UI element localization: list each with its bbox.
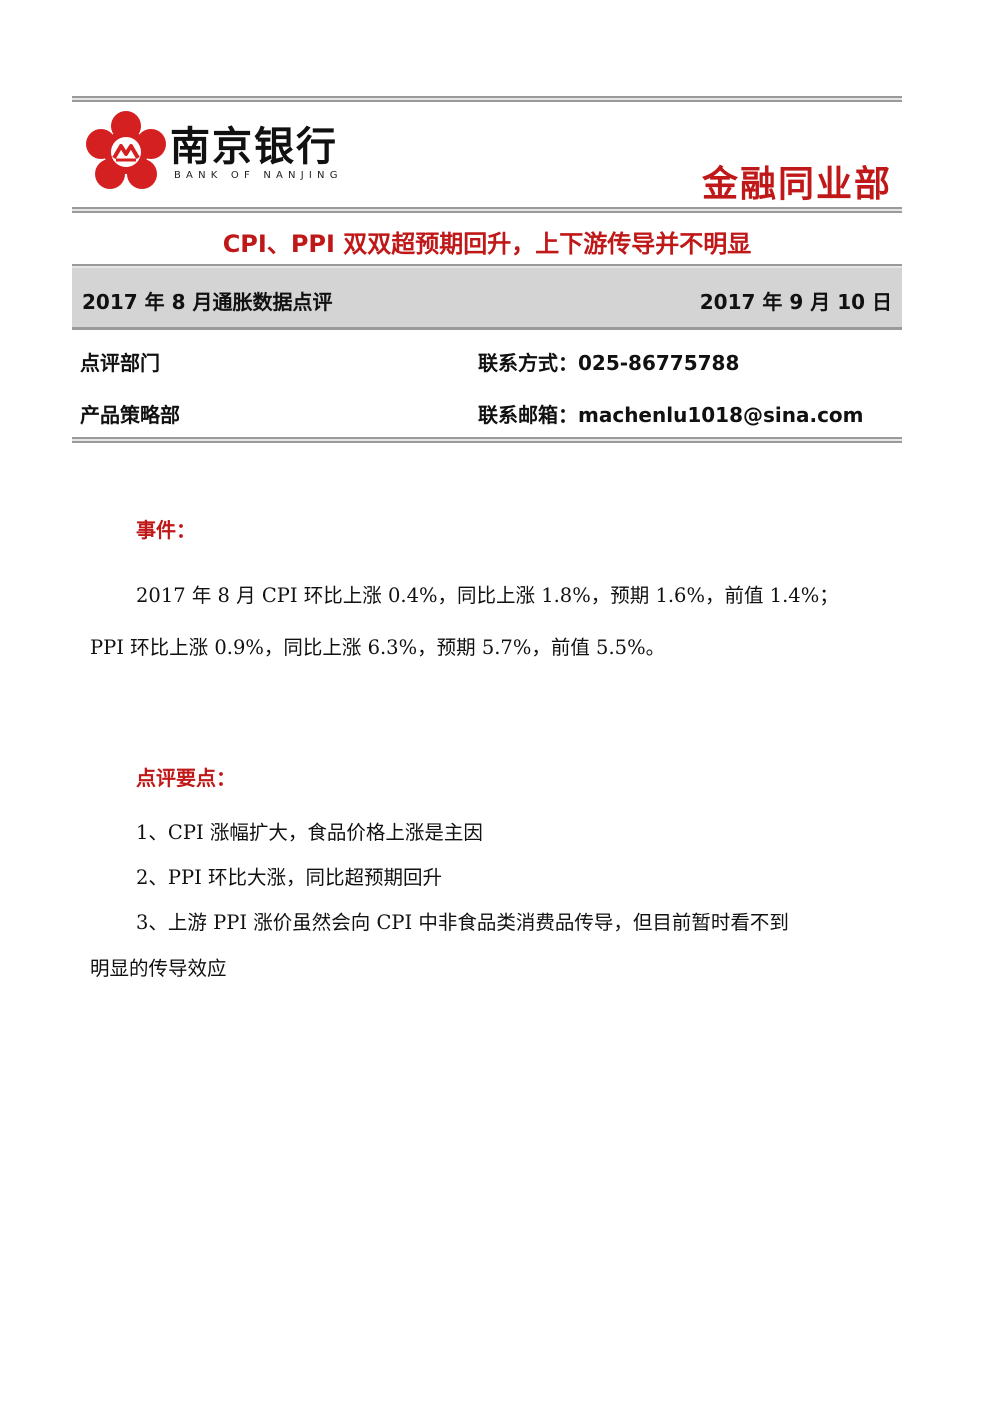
- bank-name-en: BANK OF NANJING: [174, 170, 343, 181]
- report-title: CPI、PPI 双双超预期回升，上下游传导并不明显: [222, 230, 752, 258]
- review-heading: 点评要点：: [136, 766, 236, 790]
- review-dept-label: 点评部门: [80, 351, 160, 375]
- report-meta-bar: 2017 年 8 月通胀数据点评 2017 年 9 月 10 日: [72, 268, 902, 330]
- contact-phone: 联系方式：025-86775788: [478, 351, 740, 375]
- department-title: 金融同业部: [701, 164, 892, 205]
- info-divider: [72, 437, 902, 443]
- review-point-continued: 明显的传导效应: [90, 957, 227, 980]
- red-flower-seal-icon: [86, 111, 166, 189]
- bank-logo: 南京银行 BANK OF NANJING: [86, 108, 346, 194]
- event-heading: 事件：: [136, 518, 196, 542]
- bank-name-cn: 南京银行: [170, 124, 338, 170]
- report-subtitle: 2017 年 8 月通胀数据点评: [82, 290, 333, 314]
- event-text-line: 2017 年 8 月 CPI 环比上涨 0.4%，同比上涨 1.8%，预期 1.…: [136, 584, 839, 607]
- header-divider: [72, 207, 902, 213]
- contact-email: 联系邮箱：machenlu1018@sina.com: [478, 403, 864, 427]
- event-text-line: PPI 环比上涨 0.9%，同比上涨 6.3%，预期 5.7%，前值 5.5%。: [90, 636, 666, 659]
- review-dept-value: 产品策略部: [80, 403, 180, 427]
- review-point: 2、PPI 环比大涨，同比超预期回升: [136, 866, 443, 889]
- review-point: 1、CPI 涨幅扩大，食品价格上涨是主因: [136, 821, 483, 844]
- report-date: 2017 年 9 月 10 日: [699, 290, 892, 314]
- top-divider: [72, 96, 902, 102]
- review-point: 3、上游 PPI 涨价虽然会向 CPI 中非食品类消费品传导，但目前暂时看不到: [136, 911, 789, 934]
